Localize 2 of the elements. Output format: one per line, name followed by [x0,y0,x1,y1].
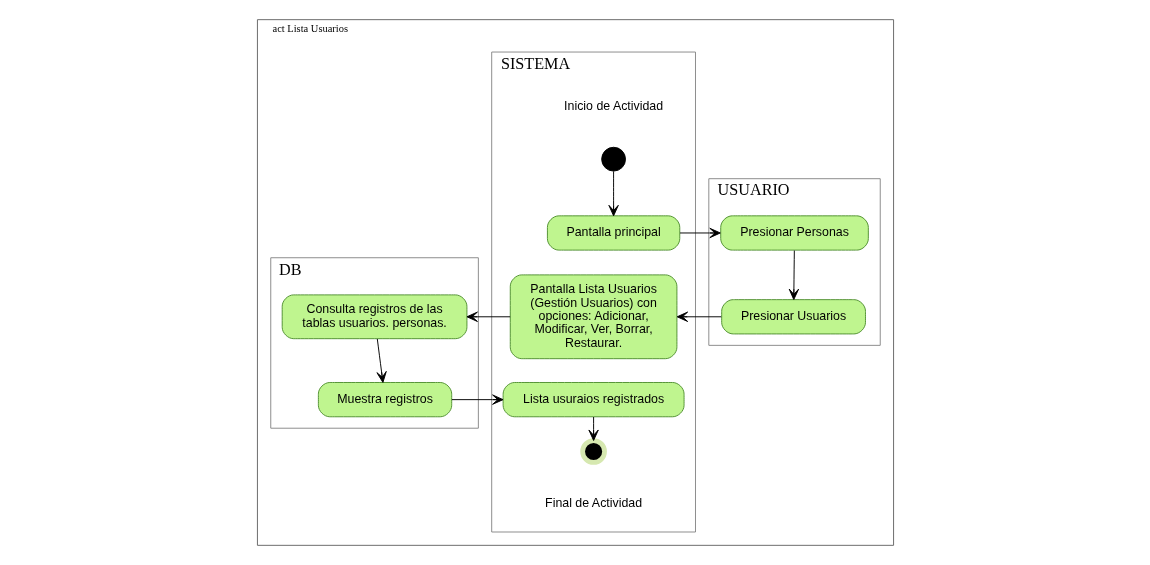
node-label: Inicio de Actividad [563,98,663,113]
node-label: Final de Actividad [544,495,642,510]
